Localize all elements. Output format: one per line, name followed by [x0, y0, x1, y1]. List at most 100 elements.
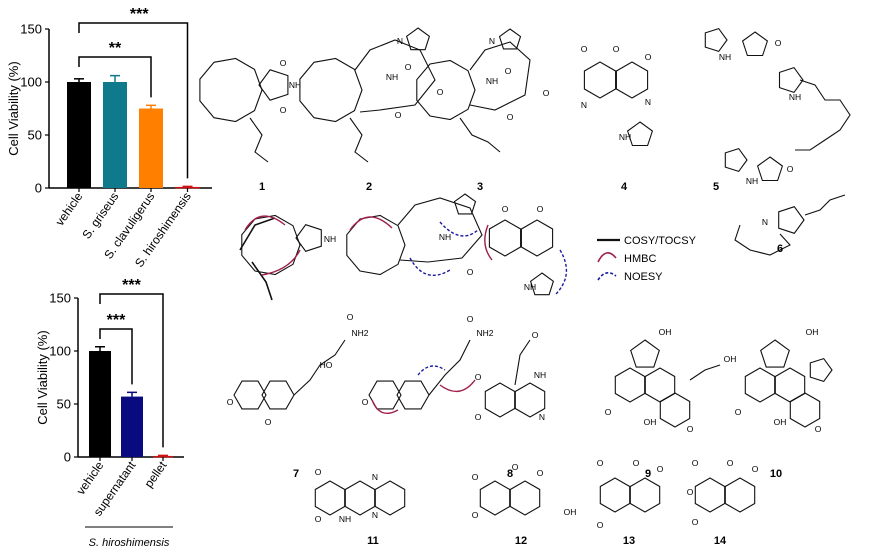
atom-label: O: [472, 472, 479, 482]
hmbc-legend-arrow: [597, 252, 617, 263]
ring-bond: [498, 28, 522, 50]
atom-label: O: [581, 44, 588, 54]
bar-vehicle: [67, 82, 91, 188]
significance-label: ***: [107, 312, 126, 329]
ring-bond: [694, 477, 726, 513]
atom-label: NH: [719, 52, 731, 62]
bond: [354, 39, 436, 113]
legend-hmbc: HMBC: [624, 253, 656, 265]
compound-1-correlations: NH: [239, 214, 336, 301]
atom-label: O: [507, 112, 514, 122]
atom-label: O: [395, 110, 402, 120]
ring-bond: [704, 27, 728, 53]
atom-label: NH: [386, 72, 398, 82]
atom-label: O: [687, 424, 694, 434]
atom-label: O: [605, 407, 612, 417]
atom-label: N: [581, 100, 587, 110]
atom-label: O: [437, 87, 444, 97]
ring-bond: [299, 57, 363, 123]
atom-label: O: [512, 462, 519, 472]
ring-bond: [626, 121, 654, 147]
compound-number-11: 11: [367, 535, 379, 547]
atom-label: O: [280, 105, 287, 115]
ring-bond: [396, 380, 430, 410]
x-tick-label: vehicle: [74, 458, 107, 497]
compound-number-9: 9: [645, 468, 651, 480]
ring-bond: [488, 219, 522, 257]
atom-label: O: [775, 38, 782, 48]
atom-label: O: [505, 66, 512, 76]
atom-label: N: [489, 36, 495, 46]
ring-bond: [744, 367, 776, 403]
significance-label: ***: [130, 6, 149, 23]
atom-label: OH: [644, 417, 657, 427]
legend-noesy: NOESY: [624, 271, 663, 283]
atom-label: NH: [619, 132, 631, 142]
atom-label: OH: [659, 327, 672, 337]
ring-bond: [756, 156, 784, 182]
bond: [428, 339, 471, 396]
compound-9: OH O OH O OH: [605, 327, 737, 434]
ring-bond: [629, 477, 661, 513]
y-axis-label: Cell Viability (%): [35, 330, 50, 424]
compound-number-8: 8: [507, 468, 513, 480]
ring-bond: [644, 367, 676, 403]
ring-bond: [344, 480, 376, 516]
bond: [251, 261, 273, 301]
bar-s-hiroshimensis: [175, 186, 200, 189]
y-tick-label: 150: [20, 22, 42, 37]
atom-label: NH: [324, 234, 336, 244]
atom-label: O: [537, 204, 544, 214]
atom-label: O: [467, 314, 474, 324]
atom-label: O: [537, 468, 544, 478]
ring-bond: [724, 147, 748, 173]
bond: [795, 79, 851, 151]
y-tick-label: 100: [49, 344, 71, 359]
ring-bond: [529, 272, 555, 296]
atom-label: O: [315, 514, 322, 524]
ring-bond: [258, 69, 289, 101]
bond: [349, 117, 369, 163]
y-tick-label: 50: [28, 128, 42, 143]
ring-bond: [614, 367, 646, 403]
atom-label: O: [475, 412, 482, 422]
atom-label: O: [645, 52, 652, 62]
ring-bond: [405, 27, 431, 51]
significance-label: ***: [122, 277, 141, 294]
x-tick-label: pellet: [142, 458, 170, 490]
ring-bond: [809, 357, 833, 383]
atom-label: O: [692, 458, 699, 468]
ring-bond: [295, 224, 322, 252]
ring-bond: [416, 59, 476, 121]
compound-number-6: 6: [777, 243, 783, 255]
ring-bond: [368, 380, 402, 410]
bar-vehicle: [89, 351, 111, 457]
significance-bracket: [78, 56, 152, 98]
compound-number-1: 1: [259, 181, 265, 193]
y-tick-label: 100: [20, 75, 42, 90]
ring-bond: [583, 61, 617, 99]
compound-number-5: 5: [713, 181, 719, 193]
bond: [804, 194, 846, 216]
atom-label: O: [467, 267, 474, 277]
ring-bond: [630, 339, 660, 368]
compound-number-14: 14: [714, 535, 727, 547]
atom-label: O: [815, 424, 822, 434]
atom-label: NH: [439, 232, 451, 242]
y-tick-label: 0: [64, 450, 71, 465]
significance-bracket: [99, 328, 133, 385]
atom-label: OH: [724, 354, 737, 364]
atom-label: NH: [486, 76, 498, 86]
significance-bracket: [78, 22, 189, 179]
ring-bond: [346, 214, 406, 276]
